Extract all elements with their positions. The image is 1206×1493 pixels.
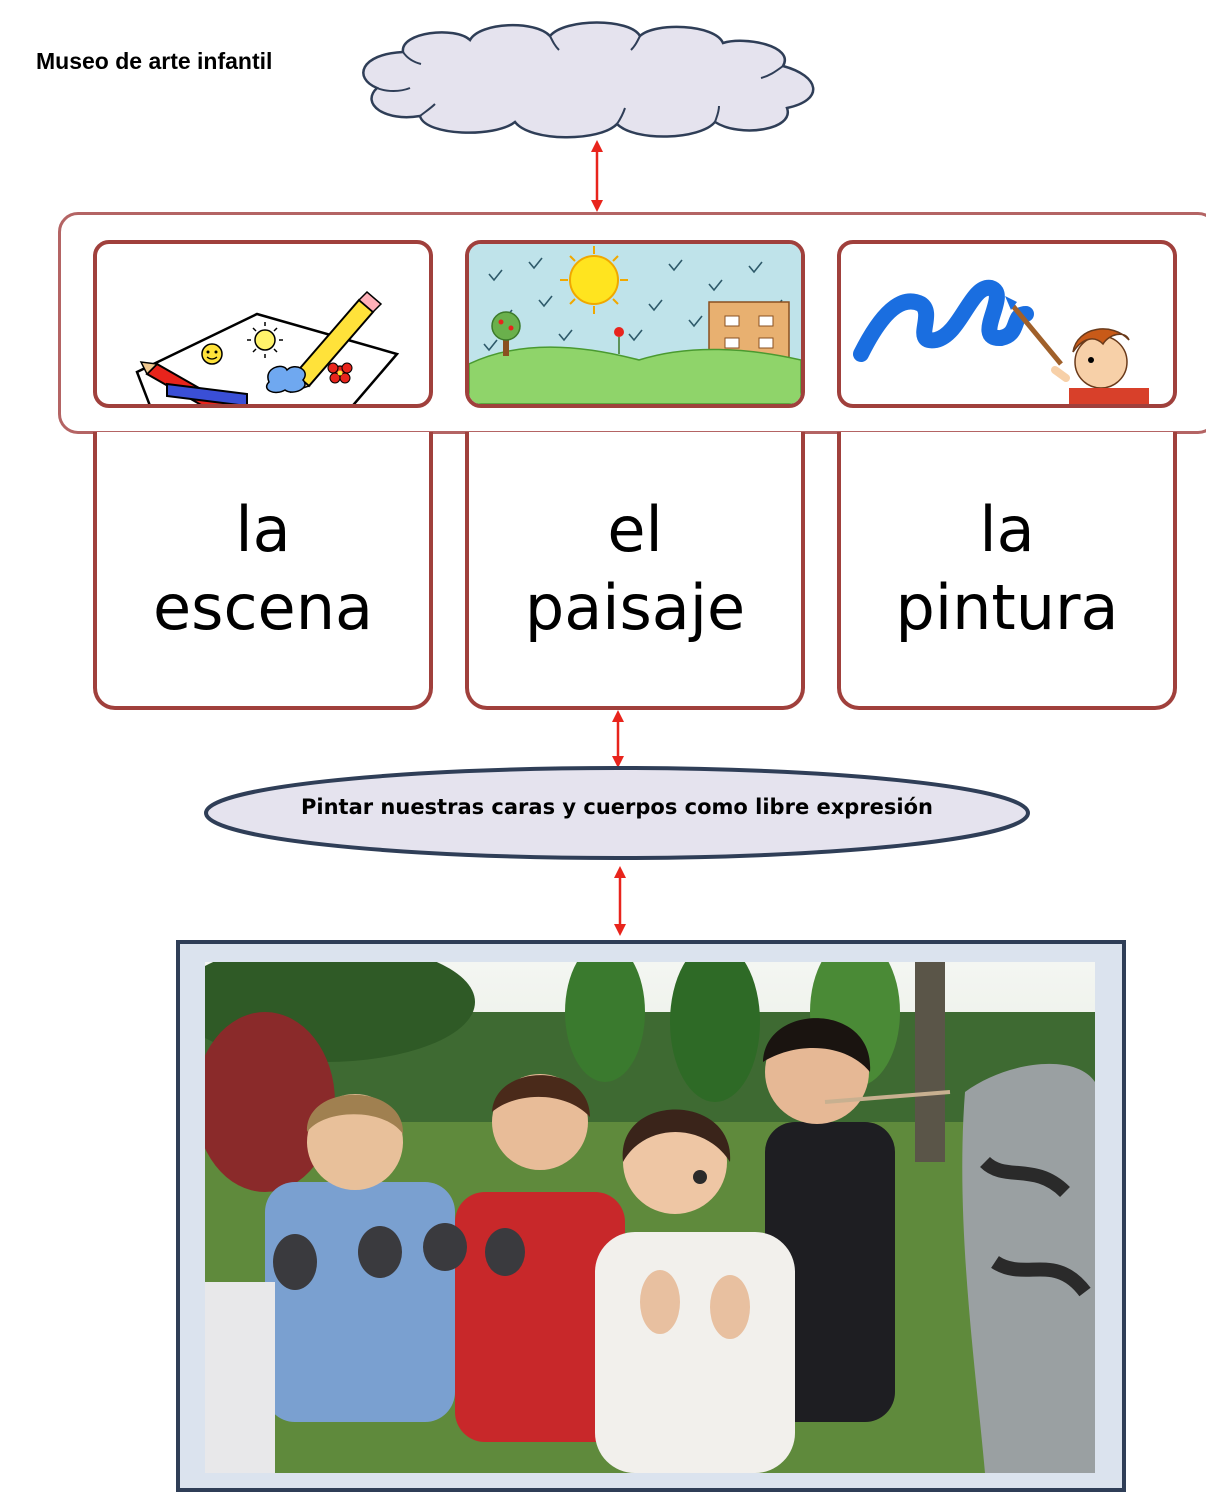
caption-text: Pintar nuestras caras y cuerpos como lib…: [301, 795, 933, 819]
word-escena: la escena: [153, 491, 373, 647]
noun-pintura: pintura: [895, 571, 1119, 644]
card-word-escena: la escena: [93, 432, 433, 710]
word-pintura: la pintura: [896, 491, 1119, 647]
double-arrow-3: [614, 866, 626, 936]
article-el: el: [607, 493, 663, 566]
cloud-shape: [362, 21, 815, 139]
caption-container: Pintar nuestras caras y cuerpos como lib…: [205, 766, 1029, 858]
card-image-escena: [93, 240, 433, 408]
noun-escena: escena: [153, 571, 373, 644]
word-paisaje: el paisaje: [525, 491, 745, 647]
children-painting-photo: [205, 962, 1095, 1473]
article-la-2: la: [979, 493, 1035, 566]
double-arrow-2: [612, 710, 624, 768]
landscape-drawing-icon: [469, 244, 801, 404]
noun-paisaje: paisaje: [524, 571, 746, 644]
caption-ellipse: [204, 766, 1030, 860]
painting-boy-icon: [853, 280, 1149, 404]
children-photo-icon: [205, 962, 1095, 1473]
drawing-supplies-icon: [135, 290, 400, 404]
card-word-paisaje: el paisaje: [465, 432, 805, 710]
article-la-1: la: [235, 493, 291, 566]
page-title: Museo de arte infantil: [36, 48, 273, 74]
card-word-pintura: la pintura: [837, 432, 1177, 710]
double-arrow-1: [591, 140, 603, 212]
card-image-paisaje: [465, 240, 805, 408]
card-image-pintura: [837, 240, 1177, 408]
